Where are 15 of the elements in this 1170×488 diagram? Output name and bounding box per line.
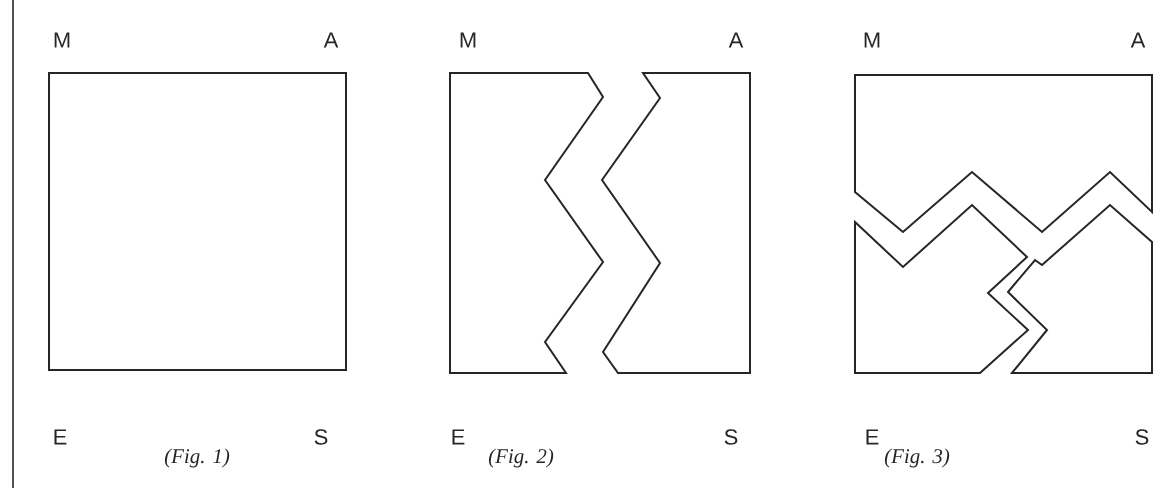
corner-letter: S <box>1135 429 1149 445</box>
corner-letter: A <box>728 32 744 48</box>
corner-letter: S <box>724 429 738 445</box>
corner-letter: A <box>1130 32 1146 48</box>
figure-caption: (Fig. 2) <box>488 448 554 468</box>
corner-letter: A <box>323 32 339 48</box>
corner-letter: S <box>314 429 328 445</box>
corner-letter: M <box>864 32 880 48</box>
figure-caption: (Fig. 1) <box>164 448 230 468</box>
corner-letter: M <box>460 32 476 48</box>
corner-letter: E <box>452 429 465 445</box>
corner-letter: E <box>54 429 67 445</box>
figure-caption: (Fig. 3) <box>884 448 950 468</box>
corner-letter: E <box>866 429 879 445</box>
corner-letter: M <box>54 32 70 48</box>
